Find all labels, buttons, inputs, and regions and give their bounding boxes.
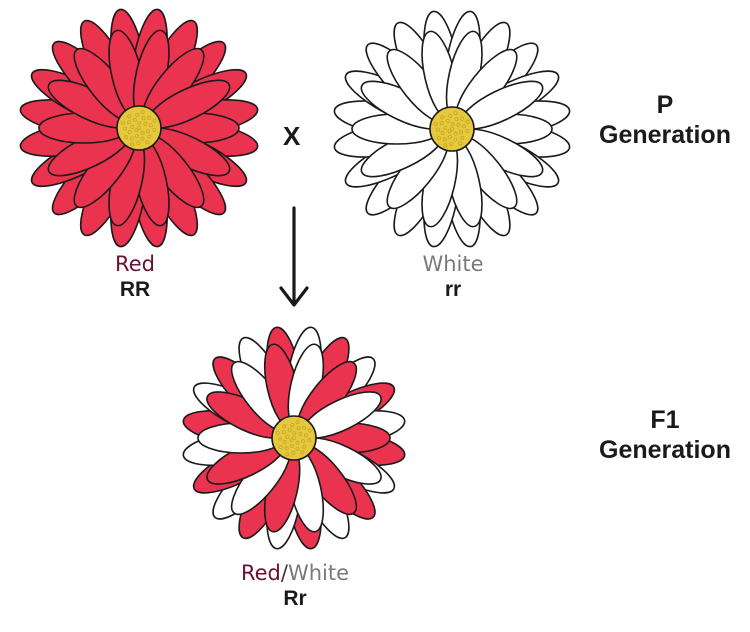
f1-white-word: White	[287, 561, 350, 585]
f1-generation-line2: Generation	[599, 436, 731, 464]
pink-striped-flower-icon	[182, 326, 406, 550]
f1-genotype: Rr	[283, 587, 307, 610]
f1-red-word: Red	[240, 561, 281, 585]
red-color-word: Red	[115, 252, 155, 276]
down-arrow-icon	[279, 206, 309, 307]
cross-symbol: X	[283, 121, 301, 151]
red-parent-label: Red RR	[85, 252, 185, 302]
white-parent-label: White rr	[403, 252, 503, 302]
p-generation-line2: Generation	[599, 121, 731, 149]
p-generation-line1: P	[656, 91, 674, 119]
p-generation-label: P Generation	[580, 90, 750, 150]
f1-generation-line1: F1	[650, 406, 680, 434]
red-flower-icon	[19, 8, 259, 248]
f1-separator: /	[280, 561, 288, 585]
f1-phenotype: Red/White	[210, 561, 380, 585]
f1-label: Red/White Rr	[210, 561, 380, 611]
white-color-word: White	[422, 252, 484, 276]
white-flower-icon	[333, 10, 571, 248]
white-genotype: rr	[444, 278, 462, 301]
red-genotype: RR	[119, 278, 151, 301]
f1-generation-label: F1 Generation	[580, 405, 750, 465]
